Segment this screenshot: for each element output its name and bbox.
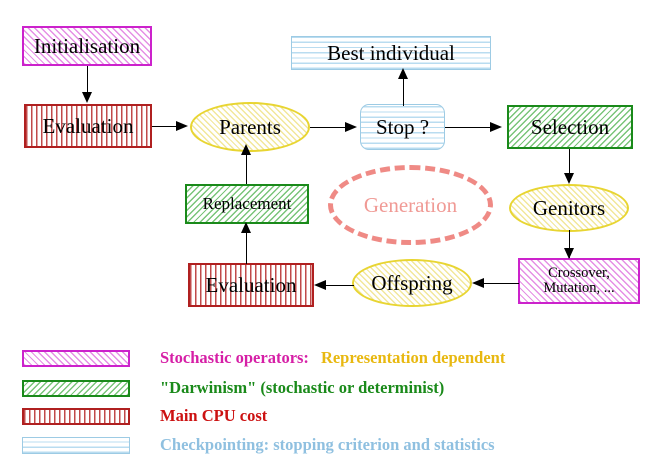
edge-eval-to-parents bbox=[152, 126, 178, 127]
arrowhead-parents-to-stop bbox=[345, 122, 357, 132]
node-parents[interactable]: Parents bbox=[190, 102, 310, 152]
node-generation-boundary: Generation bbox=[328, 165, 493, 245]
node-stop[interactable]: Stop ? bbox=[360, 104, 445, 150]
arrowhead-stop-to-selection bbox=[490, 122, 502, 132]
node-evaluation-bottom[interactable]: Evaluation bbox=[188, 263, 314, 307]
arrowhead-stop-to-best bbox=[398, 68, 408, 79]
legend-row-darwinism: "Darwinism" (stochastic or determinist) bbox=[22, 378, 444, 398]
node-evaluation-top[interactable]: Evaluation bbox=[24, 104, 152, 148]
legend-label-stochastic: Stochastic operators: Representation depe… bbox=[160, 348, 505, 368]
legend-label-stochastic-secondary: Representation dependent bbox=[320, 348, 506, 367]
edge-eval-to-replacement bbox=[246, 228, 247, 264]
edge-parents-to-stop bbox=[310, 127, 346, 128]
arrowhead-init-to-eval bbox=[82, 92, 92, 103]
legend-label-stochastic-primary: Stochastic operators: bbox=[160, 348, 309, 367]
edge-replacement-to-parents bbox=[246, 150, 247, 184]
legend-swatch-magenta-hatch bbox=[22, 349, 130, 367]
legend-label-cpu-cost: Main CPU cost bbox=[160, 406, 268, 425]
arrowhead-genitors-to-crossover bbox=[564, 248, 574, 259]
edge-offspring-to-eval bbox=[326, 285, 354, 286]
legend-label-checkpointing: Checkpointing: stopping criterion and st… bbox=[160, 435, 495, 454]
arrowhead-eval-to-replacement bbox=[241, 222, 251, 233]
node-initialisation[interactable]: Initialisation bbox=[22, 26, 152, 66]
arrowhead-replacement-to-parents bbox=[241, 144, 251, 155]
legend-row-checkpointing: Checkpointing: stopping criterion and st… bbox=[22, 435, 495, 455]
legend-row-stochastic: Stochastic operators: Representation depe… bbox=[22, 348, 505, 368]
arrowhead-eval-to-parents bbox=[176, 121, 188, 131]
edge-genitors-to-crossover bbox=[569, 230, 570, 258]
node-replacement[interactable]: Replacement bbox=[185, 184, 309, 224]
arrowhead-offspring-to-eval bbox=[314, 280, 326, 290]
edge-init-to-eval bbox=[87, 66, 88, 94]
arrowhead-crossover-to-offspring bbox=[472, 278, 484, 288]
node-genitors[interactable]: Genitors bbox=[509, 184, 629, 232]
node-offspring[interactable]: Offspring bbox=[352, 259, 472, 307]
edge-crossover-to-offspring bbox=[483, 283, 519, 284]
legend-row-cpu-cost: Main CPU cost bbox=[22, 406, 267, 426]
arrowhead-selection-to-genitors bbox=[564, 173, 574, 184]
edge-selection-to-genitors bbox=[569, 149, 570, 179]
node-crossover-mutation[interactable]: Crossover, Mutation, ... bbox=[518, 258, 640, 304]
edge-stop-to-best bbox=[403, 74, 404, 106]
legend-swatch-green-hatch bbox=[22, 379, 130, 397]
node-best-individual[interactable]: Best individual bbox=[291, 36, 491, 70]
legend-swatch-blue-horizontal bbox=[22, 436, 130, 454]
node-selection[interactable]: Selection bbox=[507, 105, 633, 149]
edge-stop-to-selection bbox=[445, 127, 491, 128]
legend-label-darwinism: "Darwinism" (stochastic or determinist) bbox=[160, 378, 445, 397]
legend-swatch-red-vertical bbox=[22, 407, 130, 425]
